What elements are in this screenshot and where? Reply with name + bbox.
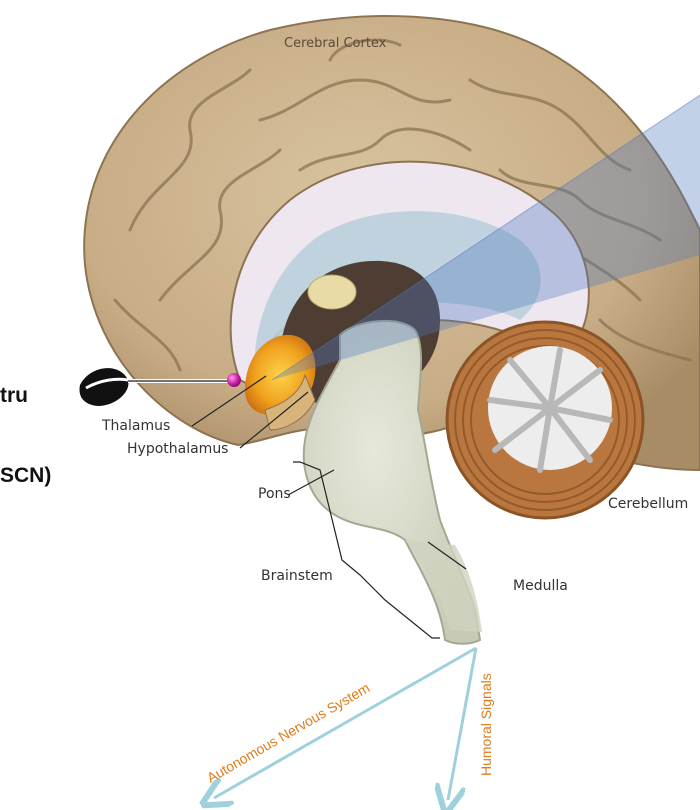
- label-pons: Pons: [258, 486, 291, 502]
- label-cerebellum: Cerebellum: [608, 496, 688, 512]
- label-brainstem: Brainstem: [261, 568, 333, 584]
- output-arrows: [214, 648, 476, 800]
- side-text-line1: tru: [0, 384, 28, 408]
- label-hypothalamus: Hypothalamus: [127, 441, 228, 457]
- scn-marker: [227, 373, 241, 387]
- label-medulla: Medulla: [513, 578, 568, 594]
- cerebellum: [447, 322, 643, 518]
- label-humoral-signals: Humoral Signals: [478, 673, 494, 776]
- label-cerebral-cortex: Cerebral Cortex: [284, 36, 386, 51]
- side-text-line2: SCN): [0, 464, 51, 488]
- label-thalamus: Thalamus: [102, 418, 170, 434]
- thalamus-nucleus: [308, 275, 356, 309]
